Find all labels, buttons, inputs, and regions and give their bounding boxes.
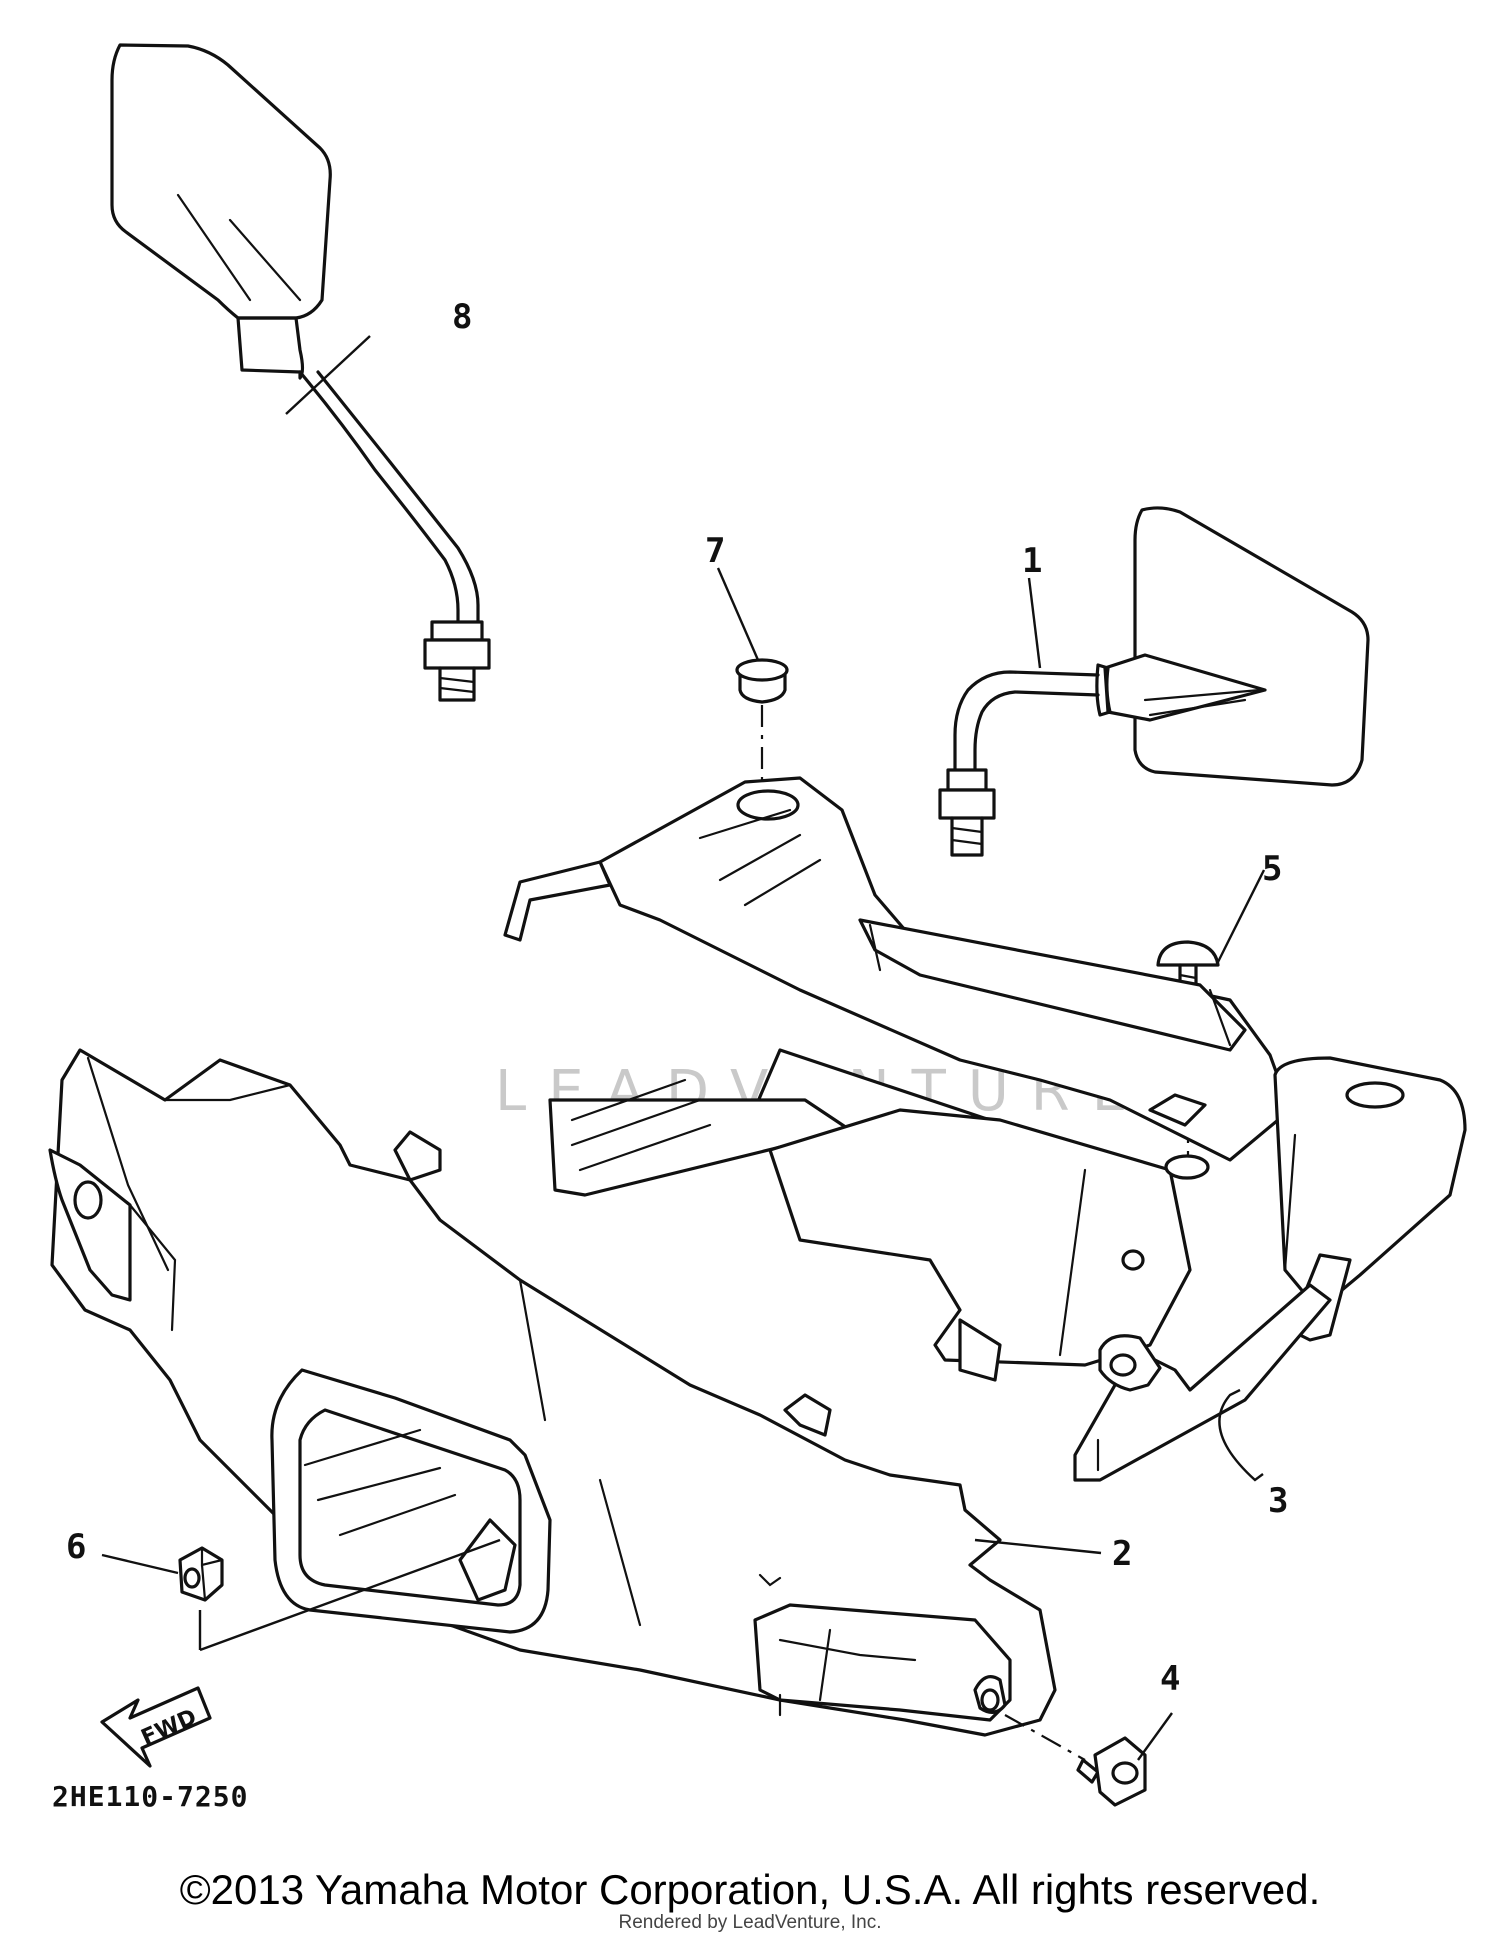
part-8-left-mirror	[110, 43, 491, 702]
diagram-code: 2HE110-7250	[52, 1780, 248, 1813]
callout-4: 4	[1160, 1659, 1180, 1699]
callout-5: 5	[1262, 849, 1282, 889]
rendered-by-credit: Rendered by LeadVenture, Inc.	[618, 1912, 882, 1933]
callouts: 8 1 7 5 3 2 4 6	[66, 297, 1288, 1699]
part-5-screw	[1156, 940, 1220, 1160]
callout-8: 8	[452, 297, 472, 337]
copyright-notice: ©2013 Yamaha Motor Corporation, U.S.A. A…	[179, 1866, 1321, 1913]
fwd-direction-arrow: FWD	[100, 1686, 212, 1768]
part-2-front-fairing	[48, 1048, 1057, 1737]
callout-1: 1	[1022, 541, 1042, 581]
callout-3: 3	[1268, 1481, 1288, 1521]
part-4-screw	[1004, 1714, 1147, 1807]
callout-2: 2	[1112, 1534, 1132, 1574]
callout-7: 7	[705, 531, 725, 571]
leader-lines	[101, 335, 1266, 1761]
callout-6: 6	[66, 1527, 86, 1567]
part-1-right-mirror	[938, 506, 1370, 857]
part-7-plug	[735, 658, 789, 800]
part-6-nut	[178, 1538, 501, 1652]
part-3-inner-cover	[503, 776, 1467, 1482]
